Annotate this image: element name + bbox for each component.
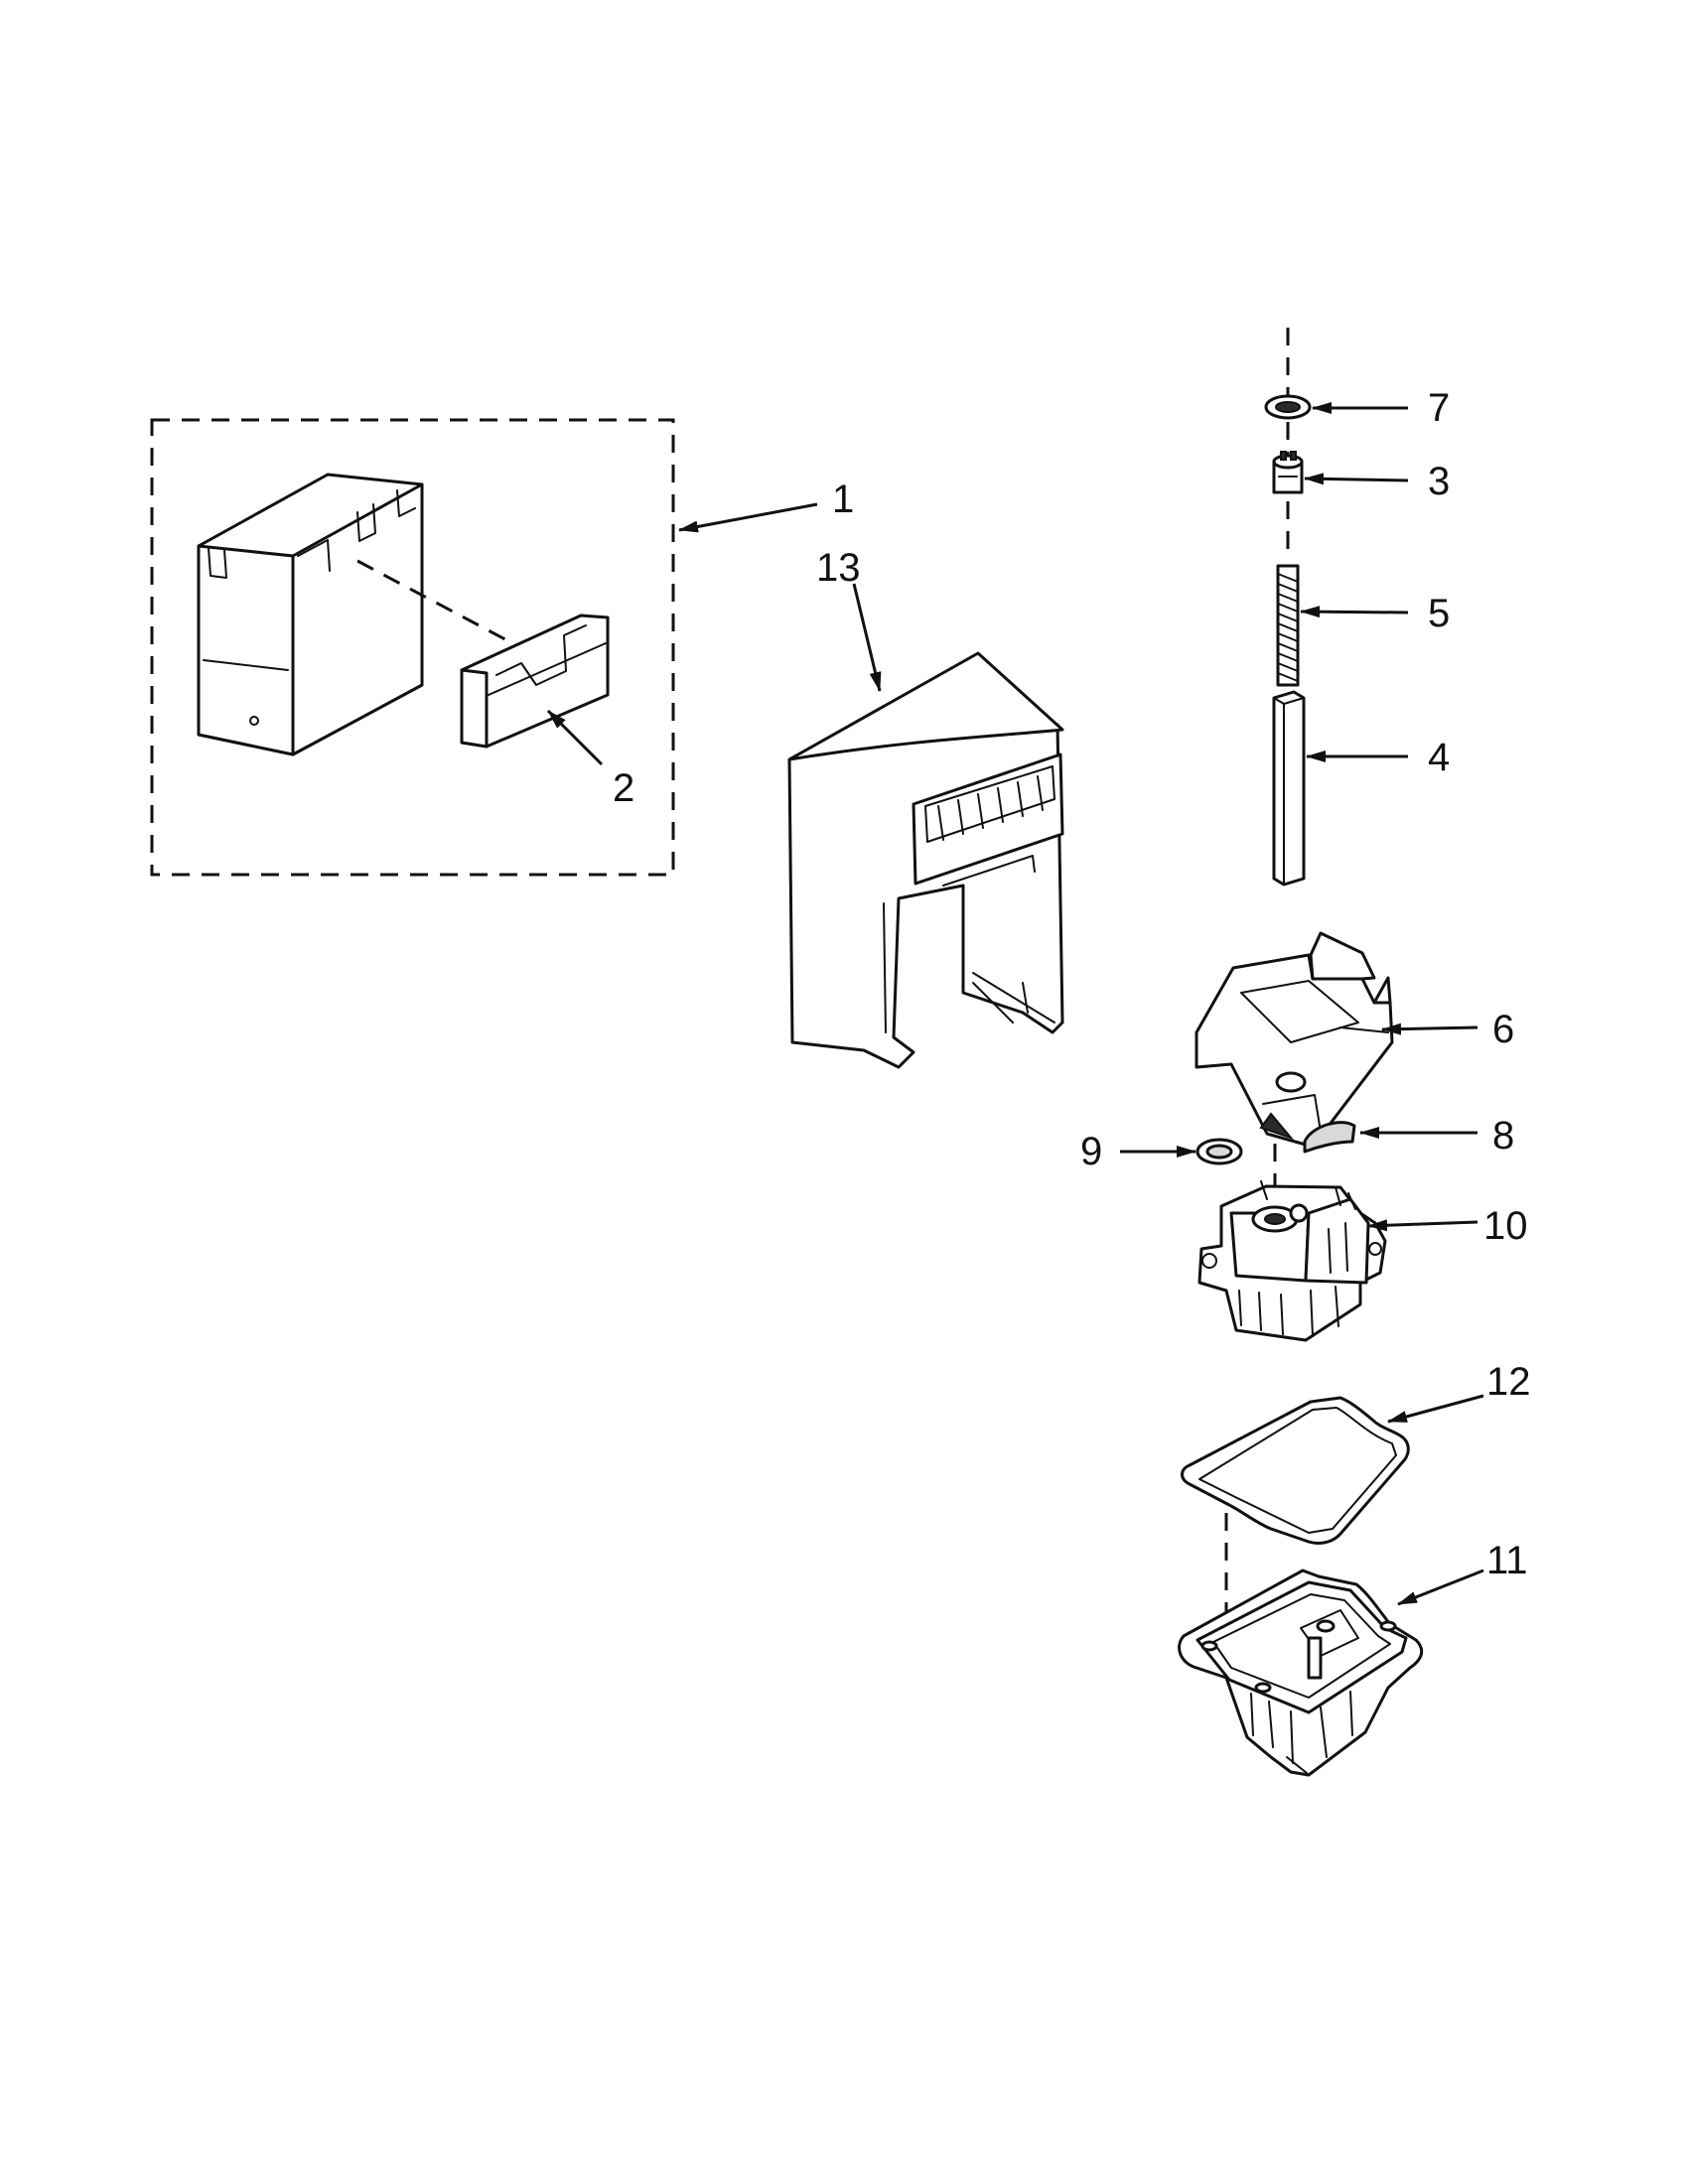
part-13-cover [787,651,1064,1069]
leader-5 [1300,606,1409,618]
part-12-gasket [1181,1396,1410,1545]
part-3-coupler [1272,451,1304,494]
callout-11: 11 [1486,1539,1528,1582]
leader-2 [546,709,604,766]
leader-12 [1387,1394,1484,1424]
part-2-bracket [460,614,610,749]
leader-11 [1397,1569,1484,1606]
assembly-group-box [150,418,675,877]
callout-4: 4 [1428,736,1450,779]
part-9-washer [1196,1138,1243,1165]
callout-6: 6 [1492,1008,1514,1051]
part-1-to-2-dash [356,559,517,647]
callout-12: 12 [1486,1360,1531,1404]
leader-6 [1381,1023,1478,1035]
callout-9: 9 [1080,1130,1102,1173]
part-5-spring [1276,564,1300,687]
part-11-base [1178,1569,1424,1777]
callout-2: 2 [613,766,634,810]
callout-3: 3 [1428,460,1450,503]
callout-13: 13 [816,546,861,590]
part-6-tray [1195,931,1394,1149]
callout-10: 10 [1483,1204,1528,1248]
leader-13 [852,583,882,692]
leader-3 [1304,473,1409,485]
callout-1: 1 [832,478,854,521]
callout-7: 7 [1428,386,1450,430]
leader-10 [1367,1219,1478,1232]
callout-8: 8 [1492,1114,1514,1158]
part-10-motor [1197,1180,1387,1342]
part-4-shaft [1272,690,1306,887]
part-7-washer [1264,394,1312,420]
callout-5: 5 [1428,592,1450,635]
part-1-housing [197,473,424,756]
part-8-insert [1303,1121,1356,1154]
leader-1 [678,502,818,533]
